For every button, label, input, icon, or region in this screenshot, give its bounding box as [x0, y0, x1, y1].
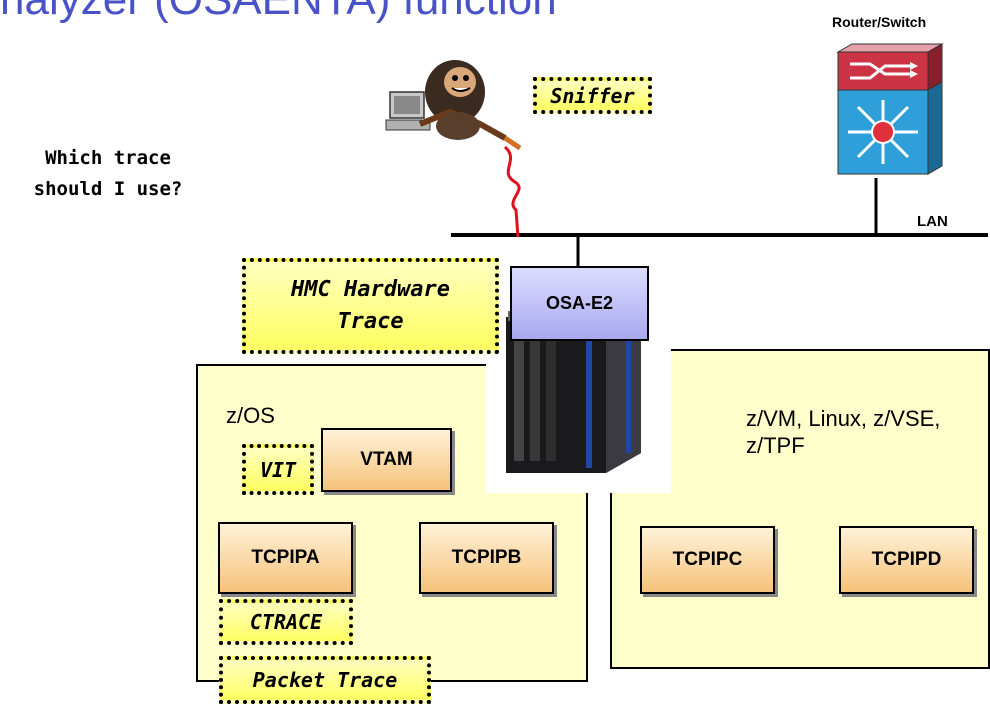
tcpipa-box: TCPIPA: [218, 522, 353, 594]
lan-label: LAN: [917, 213, 948, 230]
tcpipb-box: TCPIPB: [419, 522, 554, 594]
question-text: Which trace should I use?: [33, 147, 183, 200]
vtam-box: VTAM: [321, 428, 452, 492]
osa-e2-adapter: OSA-E2: [510, 266, 649, 341]
zvm-label: z/VM, Linux, z/VSE, z/TPF: [746, 406, 941, 458]
ctrace-label: CTRACE: [219, 599, 353, 645]
packet-trace-label: Packet Trace: [219, 656, 431, 704]
tcpipc-box: TCPIPC: [640, 526, 775, 594]
tcpipd-box: TCPIPD: [839, 526, 974, 594]
hmc-hardware-trace-label: HMC Hardware Trace: [242, 258, 499, 354]
router-switch-icon: [836, 43, 944, 175]
sniffer-trace-label: Sniffer: [533, 77, 652, 114]
sniffer-cable: [503, 145, 521, 238]
vit-trace-label: VIT: [242, 444, 314, 495]
zvm-panel: [610, 349, 990, 669]
zos-label: z/OS: [226, 403, 275, 428]
router-label: Router/Switch: [832, 14, 927, 30]
caveman-sniffer-icon: [385, 60, 522, 151]
page-title: nalyzer (OSAENTA) function: [0, 0, 557, 22]
